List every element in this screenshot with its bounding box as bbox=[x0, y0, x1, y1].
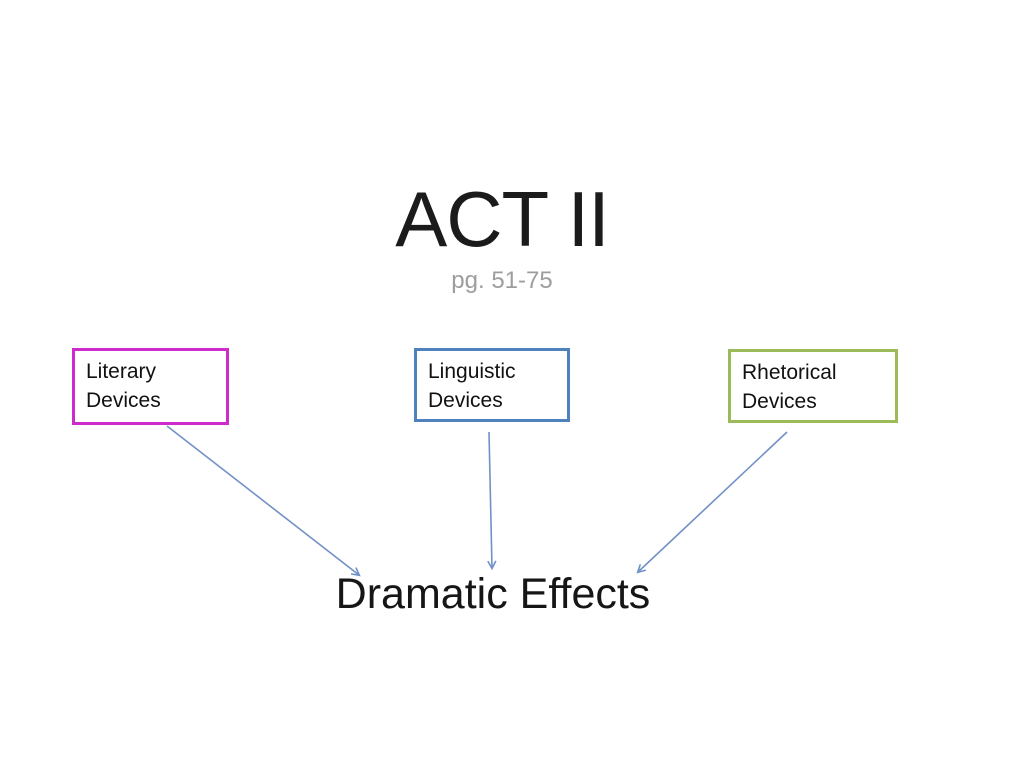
linguistic-devices-label-line2: Devices bbox=[428, 389, 503, 412]
slide-title: ACT II bbox=[395, 175, 610, 263]
arrow-literary-to-dramatic bbox=[166, 425, 361, 577]
rhetorical-devices-label-line2: Devices bbox=[742, 390, 817, 413]
arrow-linguistic-to-dramatic bbox=[487, 431, 497, 571]
literary-devices-box: Literary Devices bbox=[72, 348, 229, 425]
linguistic-devices-box: Linguistic Devices bbox=[414, 348, 570, 422]
literary-devices-label-line1: Literary bbox=[86, 360, 157, 383]
rhetorical-devices-box: Rhetorical Devices bbox=[728, 349, 898, 423]
slide-subtitle: pg. 51-75 bbox=[451, 267, 553, 294]
dramatic-effects-text: Dramatic Effects bbox=[335, 570, 651, 618]
literary-devices-label-line2: Devices bbox=[86, 389, 161, 412]
rhetorical-devices-label-line1: Rhetorical bbox=[742, 361, 837, 384]
linguistic-devices-label-line1: Linguistic bbox=[428, 360, 516, 383]
arrow-rhetorical-to-dramatic bbox=[636, 431, 788, 574]
